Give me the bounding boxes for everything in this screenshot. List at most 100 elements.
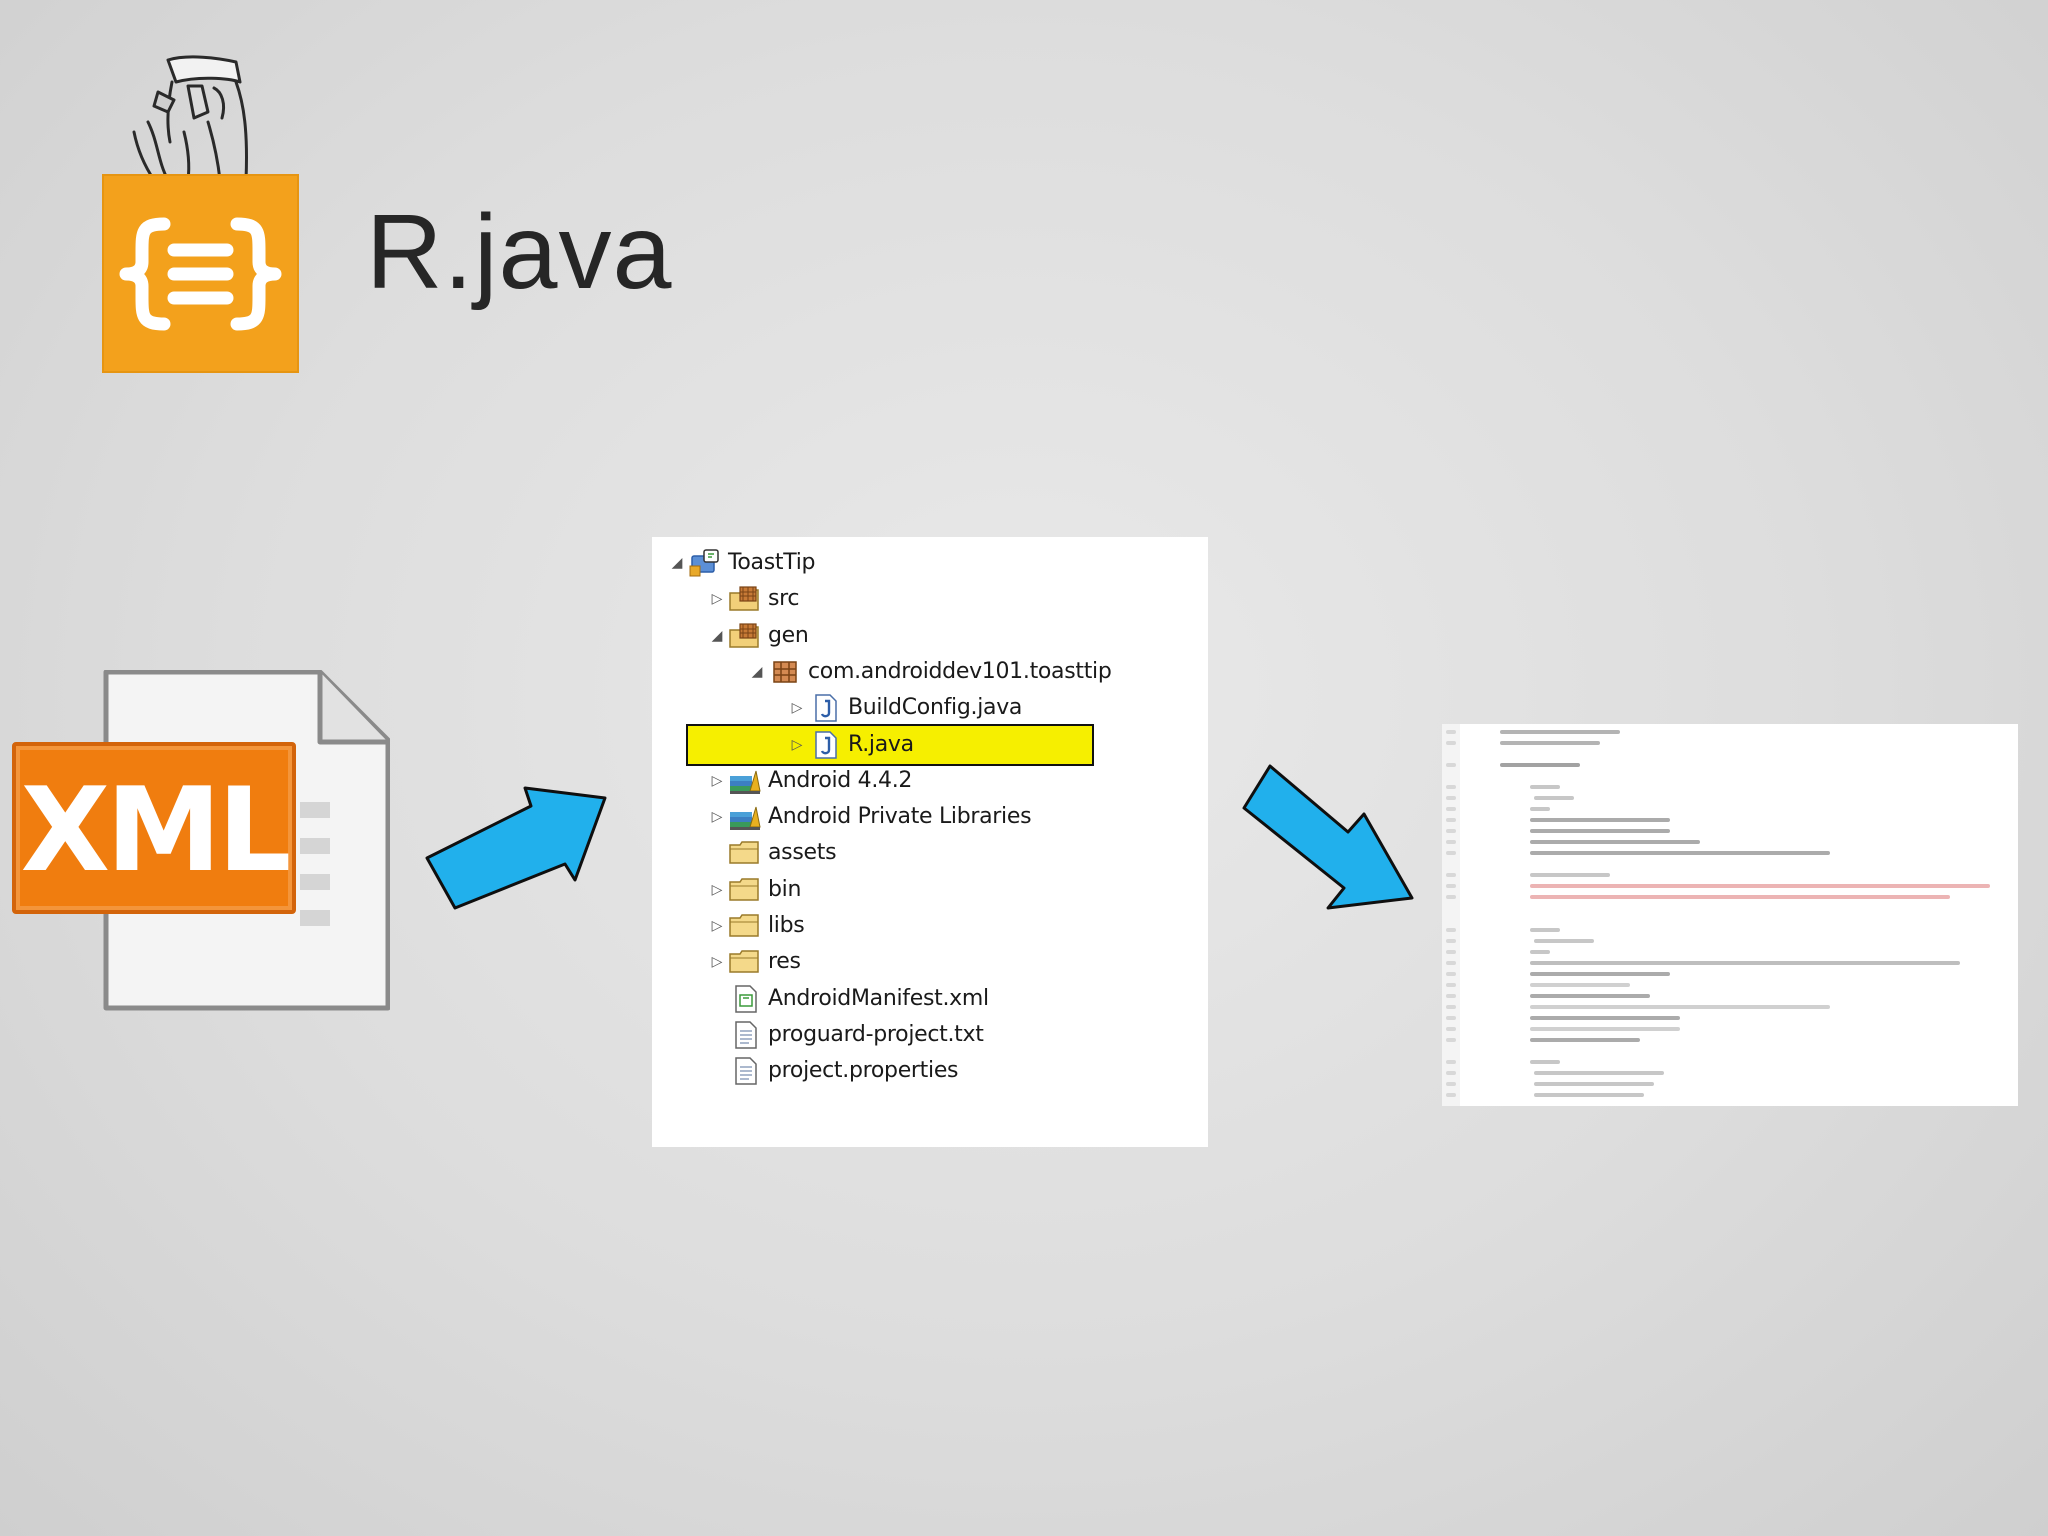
tree-item[interactable]: assets xyxy=(706,835,837,871)
line-number xyxy=(1446,972,1456,976)
arrow-down-right-icon xyxy=(1242,764,1414,910)
line-number xyxy=(1446,1060,1456,1064)
line-number xyxy=(1446,741,1456,745)
tree-item-label: ToastTip xyxy=(728,550,816,575)
tree-item-label: gen xyxy=(768,622,809,648)
line-number xyxy=(1446,928,1456,932)
line-number xyxy=(1446,873,1456,877)
line-number xyxy=(1446,895,1456,899)
java-file-icon xyxy=(808,727,842,763)
tree-item[interactable]: proguard-project.txt xyxy=(706,1017,984,1053)
code-line xyxy=(1530,851,1830,855)
collapsed-arrow-icon[interactable]: ▷ xyxy=(711,918,723,934)
line-number xyxy=(1446,1005,1456,1009)
collapsed-arrow-icon[interactable]: ▷ xyxy=(711,881,723,898)
tree-item[interactable]: ▷R.java xyxy=(786,727,914,763)
tree-item-label: BuildConfig.java xyxy=(848,695,1023,721)
tree-item-label: Android Private Libraries xyxy=(768,804,1032,830)
tree-item[interactable]: ▷ BuildConfig.java xyxy=(786,690,1022,726)
expanded-arrow-icon[interactable]: ◢ xyxy=(711,627,723,644)
text-file-icon xyxy=(728,1053,762,1089)
tree-item-label: Android 4.4.2 xyxy=(768,767,913,793)
collapsed-arrow-icon[interactable]: ▷ xyxy=(711,809,723,826)
code-line xyxy=(1530,1027,1680,1031)
line-number xyxy=(1446,840,1456,844)
tree-item-label: src xyxy=(768,586,800,612)
code-gutter xyxy=(1442,724,1460,1106)
tree-item-label: libs xyxy=(768,913,805,938)
tree-item[interactable]: ▷ Android Private Libraries xyxy=(706,799,1032,835)
code-line xyxy=(1530,807,1550,811)
code-line xyxy=(1534,1093,1644,1097)
tree-item-label: assets xyxy=(768,840,837,866)
tree-item[interactable]: ◢ com.androiddev101.toasttip xyxy=(746,654,1112,690)
code-line xyxy=(1530,785,1560,789)
code-line xyxy=(1500,763,1580,767)
r-java-highlight xyxy=(686,724,1094,766)
tree-item[interactable]: ▷ bin xyxy=(706,872,802,908)
code-line xyxy=(1530,873,1610,877)
collapsed-arrow-icon[interactable]: ▷ xyxy=(791,736,803,753)
tree-item[interactable]: ◢ gen xyxy=(706,618,809,654)
arrow-up-right-icon xyxy=(425,786,607,910)
no-arrow xyxy=(706,1053,728,1089)
code-line xyxy=(1500,730,1620,734)
tree-item-label: bin xyxy=(768,876,802,902)
slide-title: R.java xyxy=(366,193,673,311)
collapsed-arrow-icon[interactable]: ▷ xyxy=(711,591,723,608)
code-line xyxy=(1534,1082,1654,1086)
line-number xyxy=(1446,950,1456,954)
library-icon xyxy=(728,799,762,835)
tree-item[interactable]: project.properties xyxy=(706,1053,959,1089)
line-number xyxy=(1446,818,1456,822)
code-line xyxy=(1530,1005,1830,1009)
no-arrow xyxy=(706,1017,728,1053)
line-number xyxy=(1446,939,1456,943)
tree-item-label: project.properties xyxy=(768,1058,959,1084)
code-line xyxy=(1530,928,1560,932)
line-number xyxy=(1446,961,1456,965)
manifest-icon xyxy=(728,981,762,1017)
code-line xyxy=(1530,1016,1680,1020)
tree-item[interactable]: ▷ src xyxy=(706,581,800,617)
source-folder-icon xyxy=(728,581,762,617)
expanded-arrow-icon[interactable]: ◢ xyxy=(671,555,683,571)
line-number xyxy=(1446,763,1456,767)
line-number xyxy=(1446,851,1456,855)
source-folder-icon xyxy=(728,618,762,654)
expanded-arrow-icon[interactable]: ◢ xyxy=(751,663,763,680)
xml-badge-text: XML xyxy=(20,763,292,898)
code-line xyxy=(1530,818,1670,822)
collapsed-arrow-icon[interactable]: ▷ xyxy=(791,700,803,717)
code-line xyxy=(1530,950,1550,954)
project-icon xyxy=(688,545,722,581)
code-line xyxy=(1530,829,1670,833)
code-line xyxy=(1530,1038,1640,1042)
collapsed-arrow-icon[interactable]: ▷ xyxy=(711,954,723,971)
text-file-icon xyxy=(728,1017,762,1053)
java-file-icon xyxy=(808,690,842,726)
tree-item[interactable]: AndroidManifest.xml xyxy=(706,981,989,1017)
cartoon-figure-illustration xyxy=(132,55,248,182)
r-java-code-preview xyxy=(1442,724,2018,1106)
collapsed-arrow-icon[interactable]: ▷ xyxy=(711,772,723,789)
line-number xyxy=(1446,1093,1456,1097)
line-number xyxy=(1446,994,1456,998)
no-arrow xyxy=(706,981,728,1017)
tree-item[interactable]: ▷ libs xyxy=(706,908,805,944)
tree-item[interactable]: ▷ Android 4.4.2 xyxy=(706,763,912,799)
code-line xyxy=(1500,741,1600,745)
line-number xyxy=(1446,884,1456,888)
tree-item-label: com.androiddev101.toasttip xyxy=(808,658,1112,684)
code-line xyxy=(1530,1060,1560,1064)
tree-item[interactable]: ◢ ToastTip xyxy=(666,545,815,581)
package-icon xyxy=(768,654,802,690)
line-number xyxy=(1446,1027,1456,1031)
line-number xyxy=(1446,1038,1456,1042)
line-number xyxy=(1446,730,1456,734)
tree-item-label: AndroidManifest.xml xyxy=(768,985,989,1011)
line-number xyxy=(1446,1016,1456,1020)
tree-item[interactable]: ▷res xyxy=(706,944,801,980)
line-number xyxy=(1446,807,1456,811)
line-number xyxy=(1446,983,1456,987)
